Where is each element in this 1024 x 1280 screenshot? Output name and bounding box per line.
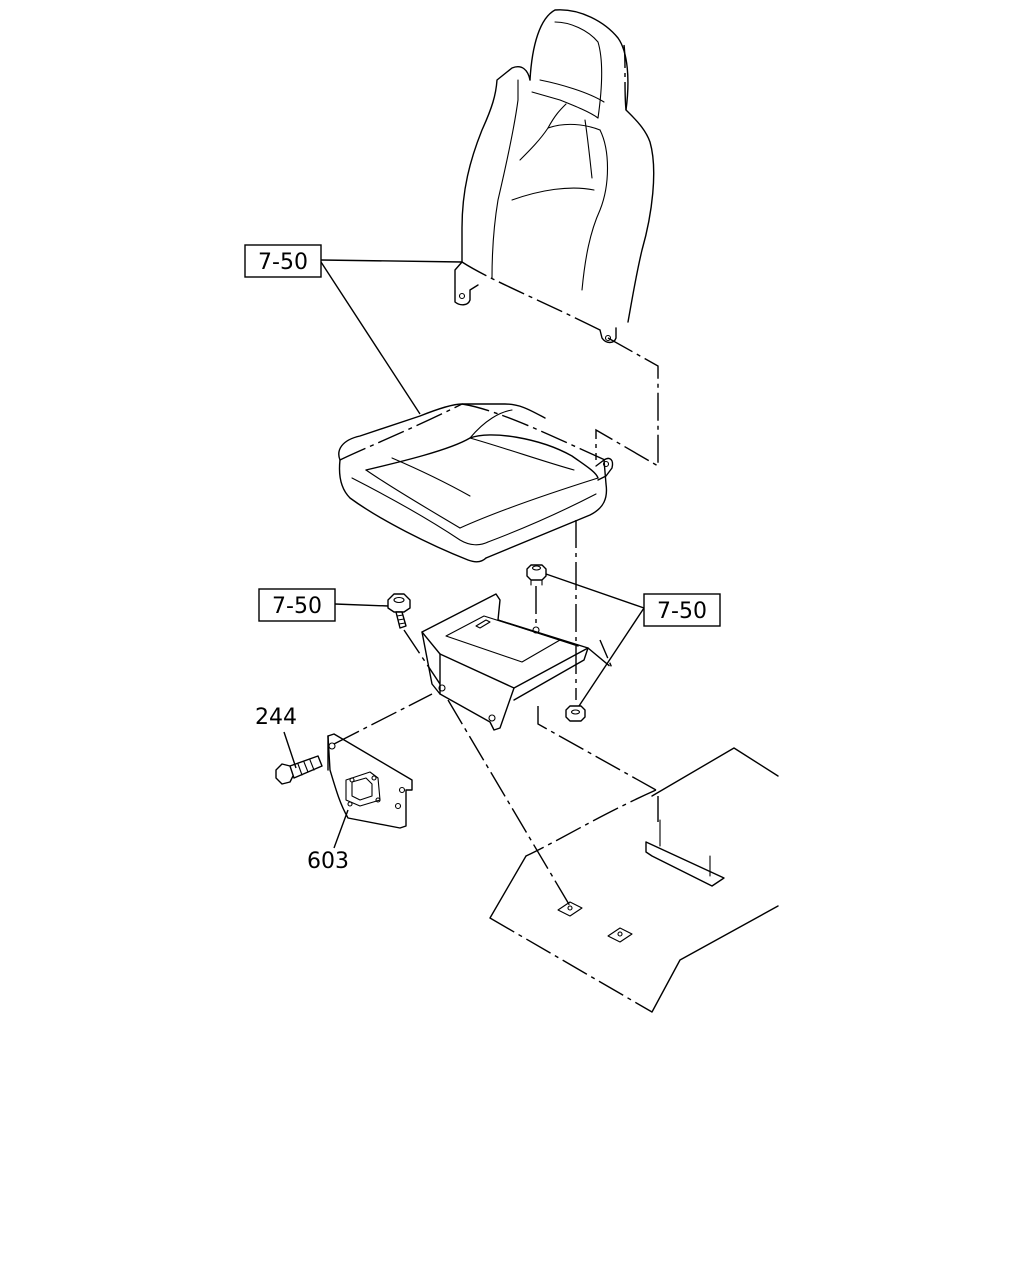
callout-ref-bolt-left-label: 7-50: [272, 594, 322, 619]
callout-part-244[interactable]: 244: [255, 705, 297, 730]
seat-riser-bracket[interactable]: [421, 593, 613, 731]
nut-upper[interactable]: [526, 564, 547, 628]
seat-back[interactable]: [454, 9, 655, 344]
floor-panel: [489, 706, 779, 1013]
bolt-upper-left[interactable]: [387, 593, 441, 685]
callout-ref-nuts-right-label: 7-50: [657, 599, 707, 624]
side-bracket-603[interactable]: [327, 733, 413, 829]
nut-lower[interactable]: [565, 705, 586, 722]
callout-ref-nuts-right[interactable]: 7-50: [643, 593, 721, 627]
callout-ref-bolt-left[interactable]: 7-50: [258, 588, 336, 622]
seat-cushion[interactable]: [338, 403, 614, 563]
callout-part-603[interactable]: 603: [307, 849, 349, 874]
bolt-244[interactable]: [275, 755, 323, 785]
callout-ref-seatback[interactable]: 7-50: [244, 244, 322, 278]
callout-ref-seatback-label: 7-50: [258, 250, 308, 275]
